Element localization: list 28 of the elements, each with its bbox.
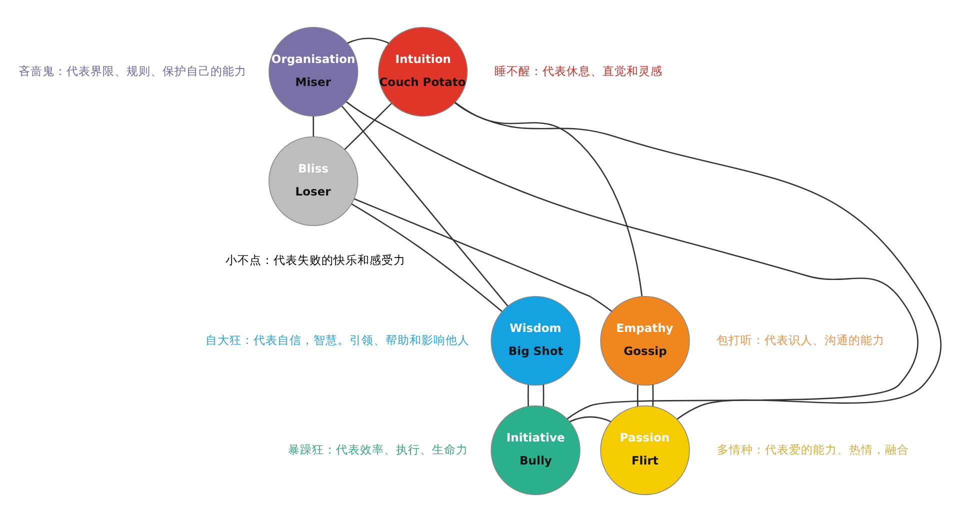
node-label: 多情种：代表爱的能力、热情，融合 <box>717 442 910 456</box>
node-circle: Organisation Miser <box>268 26 358 116</box>
connector <box>354 198 612 312</box>
connector <box>347 37 389 44</box>
connector <box>454 102 942 420</box>
node-label: 自大狂：代表自信，智慧。引领、帮助和影响他人 <box>206 332 470 346</box>
node-label: 包打听：代表识人、沟通的能力 <box>716 332 885 346</box>
node-label: 睡不醒：代表休息、直觉和灵感 <box>494 63 662 78</box>
node-circle: Intuition Couch Potato <box>378 26 468 116</box>
node-circle: Passion Flirt <box>600 404 690 495</box>
connector <box>652 384 654 406</box>
node-label: 小不点：代表失败的快乐和感受力 <box>225 252 406 267</box>
connector <box>570 416 612 422</box>
connector <box>344 102 392 150</box>
connector <box>528 384 529 406</box>
connector <box>636 384 638 406</box>
connector <box>346 100 918 419</box>
connector <box>454 101 643 296</box>
connector <box>341 105 508 306</box>
connector <box>312 116 314 136</box>
node-circle: Empathy Gossip <box>600 295 690 386</box>
node-circle: Initiative Bully <box>490 404 580 495</box>
node-label: 暴躁狂：代表效率、执行、生命力 <box>288 442 468 456</box>
connector <box>542 384 544 406</box>
connector <box>351 202 502 312</box>
node-circle: Bliss Loser <box>268 136 358 226</box>
node-circle: Wisdom Big Shot <box>490 295 580 386</box>
node-label: 吝啬鬼：代表界限、规则、保护自己的能力 <box>18 63 246 78</box>
